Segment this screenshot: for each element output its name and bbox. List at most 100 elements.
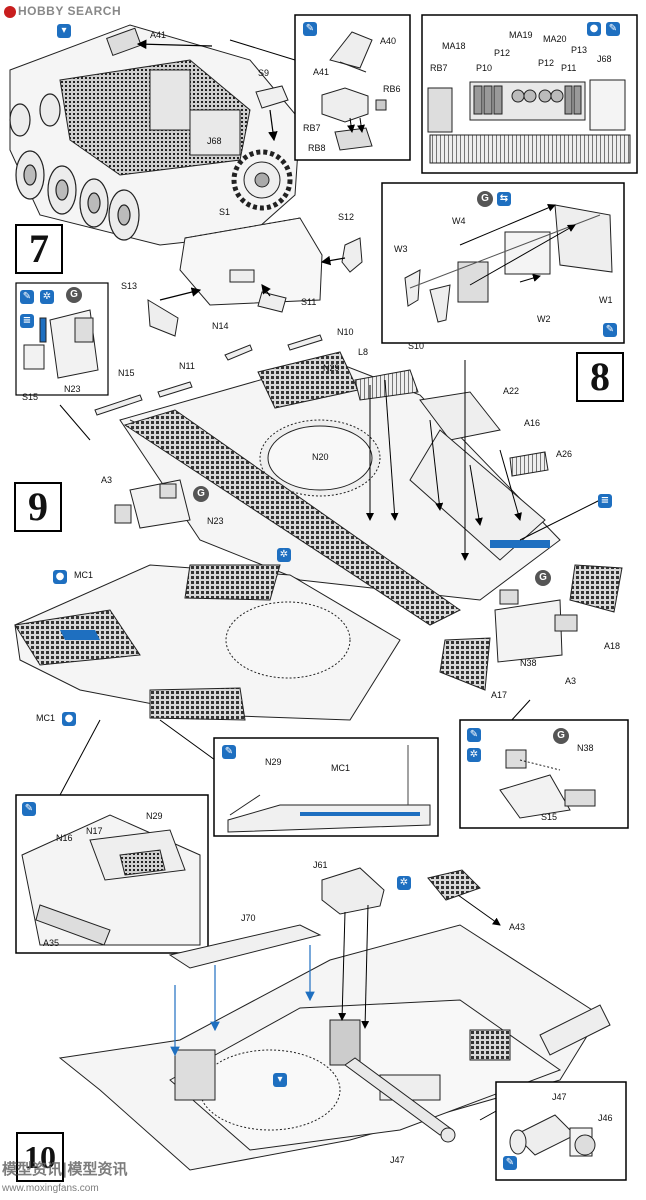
- label-a16: A16: [524, 418, 541, 428]
- label-w3: W3: [394, 244, 408, 254]
- g-sprue-badge: G: [193, 486, 209, 502]
- label-s10: S10: [408, 341, 425, 351]
- label-mc1-c: MC1: [331, 763, 351, 773]
- rotate-icon: ✲: [467, 748, 481, 762]
- step9-leaders: [366, 360, 601, 561]
- glue-icon: ✎: [503, 1156, 517, 1170]
- label-w2: W2: [537, 314, 551, 324]
- label-n11: N11: [179, 361, 195, 371]
- label-a41: A41: [313, 67, 330, 77]
- engine-deck-rear-view: [14, 564, 401, 721]
- part-j61: [321, 867, 385, 915]
- label-s15-b: S15: [541, 812, 558, 822]
- callout-leader-n38: [509, 699, 531, 723]
- g-sprue-badge: G: [66, 287, 82, 303]
- label-s12: S12: [338, 212, 355, 222]
- step-9-badge: 9: [14, 482, 62, 532]
- label-n10: N10: [337, 327, 354, 337]
- fender-tools: [94, 334, 323, 416]
- label-j61: J61: [313, 860, 328, 870]
- hobby-search-logo: HOBBY SEARCH: [4, 4, 121, 20]
- part-s15-n23: [23, 309, 99, 379]
- label-a22: A22: [503, 386, 520, 396]
- label-s13: S13: [121, 281, 138, 291]
- grille-strip: [123, 351, 461, 626]
- label-a17: A17: [491, 690, 508, 700]
- label-n23-a: N23: [64, 384, 81, 394]
- logo-mark-icon: [4, 5, 16, 18]
- g-sprue-badge: G: [553, 728, 569, 744]
- label-ma20: MA20: [543, 34, 567, 44]
- step-7-badge: 7: [15, 224, 63, 274]
- part-s13: [147, 299, 179, 337]
- drive-sprocket: [231, 149, 293, 211]
- label-n29: N29: [323, 363, 340, 373]
- logo-text: HOBBY SEARCH: [18, 4, 122, 18]
- paint-instruction-icon: ▾: [57, 24, 71, 38]
- part-j47-shaft: [344, 1057, 456, 1143]
- label-n14: N14: [212, 321, 229, 331]
- engine-deck: [119, 359, 561, 601]
- road-wheels: [9, 93, 140, 241]
- label-n20: N20: [312, 452, 329, 462]
- label-j68-r: J68: [597, 54, 612, 64]
- glue-icon: ✎: [222, 745, 236, 759]
- glue-icon: ✎: [467, 728, 481, 742]
- glue-icon: ✎: [22, 802, 36, 816]
- label-p11: P11: [561, 63, 577, 73]
- label-a18: A18: [604, 641, 621, 651]
- label-w1: W1: [599, 295, 613, 305]
- paint-drop-icon: ●: [53, 570, 67, 584]
- label-a26: A26: [556, 449, 573, 459]
- hull-bottom: [58, 924, 611, 1171]
- label-j47-a: J47: [552, 1092, 567, 1102]
- label-n38-b: N38: [577, 743, 594, 753]
- label-l8: L8: [358, 347, 369, 357]
- engine-deck-cover-s1: [179, 217, 323, 306]
- paint-instruction-icon: ▾: [273, 1073, 287, 1087]
- rotate-icon: ✲: [40, 290, 54, 304]
- j46-detail: [509, 1114, 596, 1157]
- glue-icon: ✎: [603, 323, 617, 337]
- paint-drop-icon: ●: [587, 22, 601, 36]
- label-n17: N17: [86, 826, 103, 836]
- label-n23-b: N23: [207, 516, 224, 526]
- part-a40-a41: [329, 31, 373, 73]
- part-a43: [427, 869, 481, 901]
- label-p12b: P12: [538, 58, 555, 68]
- part-s11: [257, 291, 287, 313]
- label-ma18: MA18: [442, 41, 466, 51]
- label-n16: N16: [56, 833, 73, 843]
- label-w4: W4: [452, 216, 466, 226]
- label-p13: P13: [571, 45, 588, 55]
- glue-icon: ✎: [606, 22, 620, 36]
- callout-leader-j46: [479, 1109, 499, 1121]
- label-p12a: P12: [494, 48, 511, 58]
- callout-box-a40-arrows: [347, 117, 365, 133]
- glue-icon: ✎: [303, 22, 317, 36]
- label-s15-a: S15: [22, 392, 39, 402]
- photo-etch-icon: ≡: [598, 494, 612, 508]
- n38-assembly: [494, 589, 578, 663]
- hull-side-view: [9, 24, 301, 246]
- photo-etch-icon: ≡: [20, 314, 34, 328]
- part-rb6: [375, 99, 387, 111]
- part-s9: [255, 85, 289, 109]
- label-p10: P10: [476, 63, 493, 73]
- label-rb6: RB6: [383, 84, 401, 94]
- interior-rack: [427, 79, 631, 164]
- label-n38-a: N38: [520, 658, 537, 668]
- watermark-text: 模型资讯|模型资讯: [2, 1160, 128, 1178]
- label-rb7-r: RB7: [430, 63, 448, 73]
- label-n15: N15: [118, 368, 135, 378]
- callout-leader-n16: [59, 719, 101, 796]
- label-rb8: RB8: [308, 143, 326, 153]
- label-j46: J46: [598, 1113, 613, 1123]
- callout-leader-mc1: [159, 719, 216, 761]
- g-sprue-badge: G: [535, 570, 551, 586]
- step7-arrows: [136, 39, 346, 301]
- label-ma19: MA19: [509, 30, 533, 40]
- label-rb7: RB7: [303, 123, 321, 133]
- step-10-badge: 10: [16, 1132, 64, 1182]
